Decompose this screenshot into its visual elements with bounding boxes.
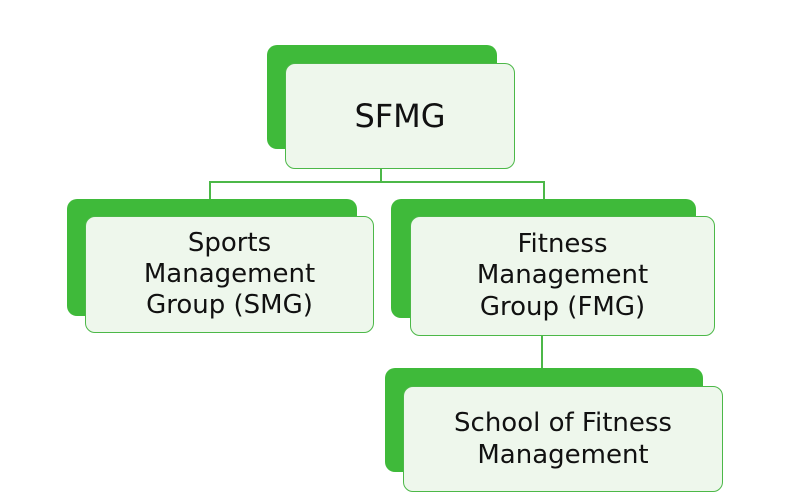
node-sports-management-group: Sports Management Group (SMG) bbox=[67, 199, 374, 333]
node-card-school: School of Fitness Management bbox=[403, 386, 723, 492]
connector-to-smg bbox=[209, 181, 211, 201]
node-card-sfmg: SFMG bbox=[285, 63, 515, 169]
node-sfmg: SFMG bbox=[267, 45, 515, 169]
connector-horizontal bbox=[209, 181, 545, 183]
node-school-of-fitness-management: School of Fitness Management bbox=[385, 368, 723, 492]
node-fitness-management-group: Fitness Management Group (FMG) bbox=[391, 199, 715, 336]
connector-fmg-to-school bbox=[541, 336, 543, 370]
connector-to-fmg bbox=[543, 181, 545, 201]
node-card-smg: Sports Management Group (SMG) bbox=[85, 216, 374, 333]
node-card-fmg: Fitness Management Group (FMG) bbox=[410, 216, 715, 336]
